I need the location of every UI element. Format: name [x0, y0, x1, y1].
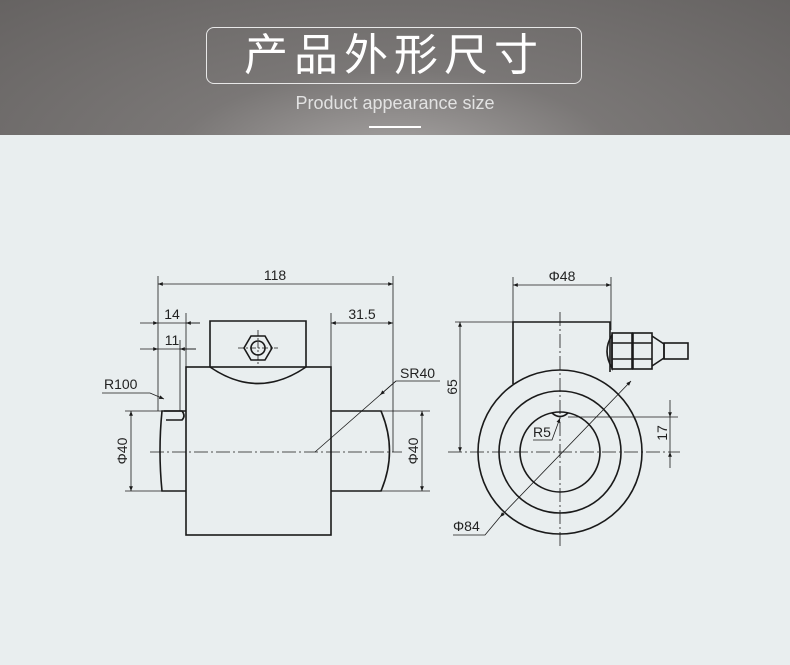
dim-31-5-label: 31.5 [348, 306, 375, 322]
phi40-right-label: Φ40 [405, 437, 421, 464]
shaft-notch [164, 410, 185, 421]
phi48-label: Φ48 [549, 268, 576, 284]
connector-taper [651, 335, 665, 367]
dim-17-label: 17 [654, 425, 670, 441]
left-shaft [159, 410, 186, 492]
front-view [448, 277, 689, 548]
page-subtitle: Product appearance size [295, 93, 495, 113]
sr40-label: SR40 [400, 365, 435, 381]
r100-label: R100 [104, 376, 138, 392]
phi84-label: Φ84 [453, 518, 480, 534]
header-banner: 产品外形尺寸 Product appearance size [0, 0, 790, 135]
phi40-left-label: Φ40 [114, 437, 130, 464]
mount-lug [209, 320, 307, 385]
body-outline [185, 366, 332, 536]
connector-nut-2 [632, 332, 653, 370]
side-view [102, 276, 440, 536]
dim-14-label: 14 [164, 306, 180, 322]
right-shaft [331, 410, 391, 492]
page-title: 产品外形尺寸 [244, 29, 544, 81]
cable [663, 342, 689, 360]
dim-118-label: 118 [264, 267, 287, 283]
connector-nut-1 [611, 332, 633, 370]
upper-housing [512, 321, 611, 384]
title-frame: 产品外形尺寸 [206, 27, 582, 84]
dim-11-label: 11 [165, 332, 180, 348]
title-underline [369, 126, 421, 128]
r5-label: R5 [533, 424, 551, 440]
dim-65-label: 65 [444, 379, 460, 395]
